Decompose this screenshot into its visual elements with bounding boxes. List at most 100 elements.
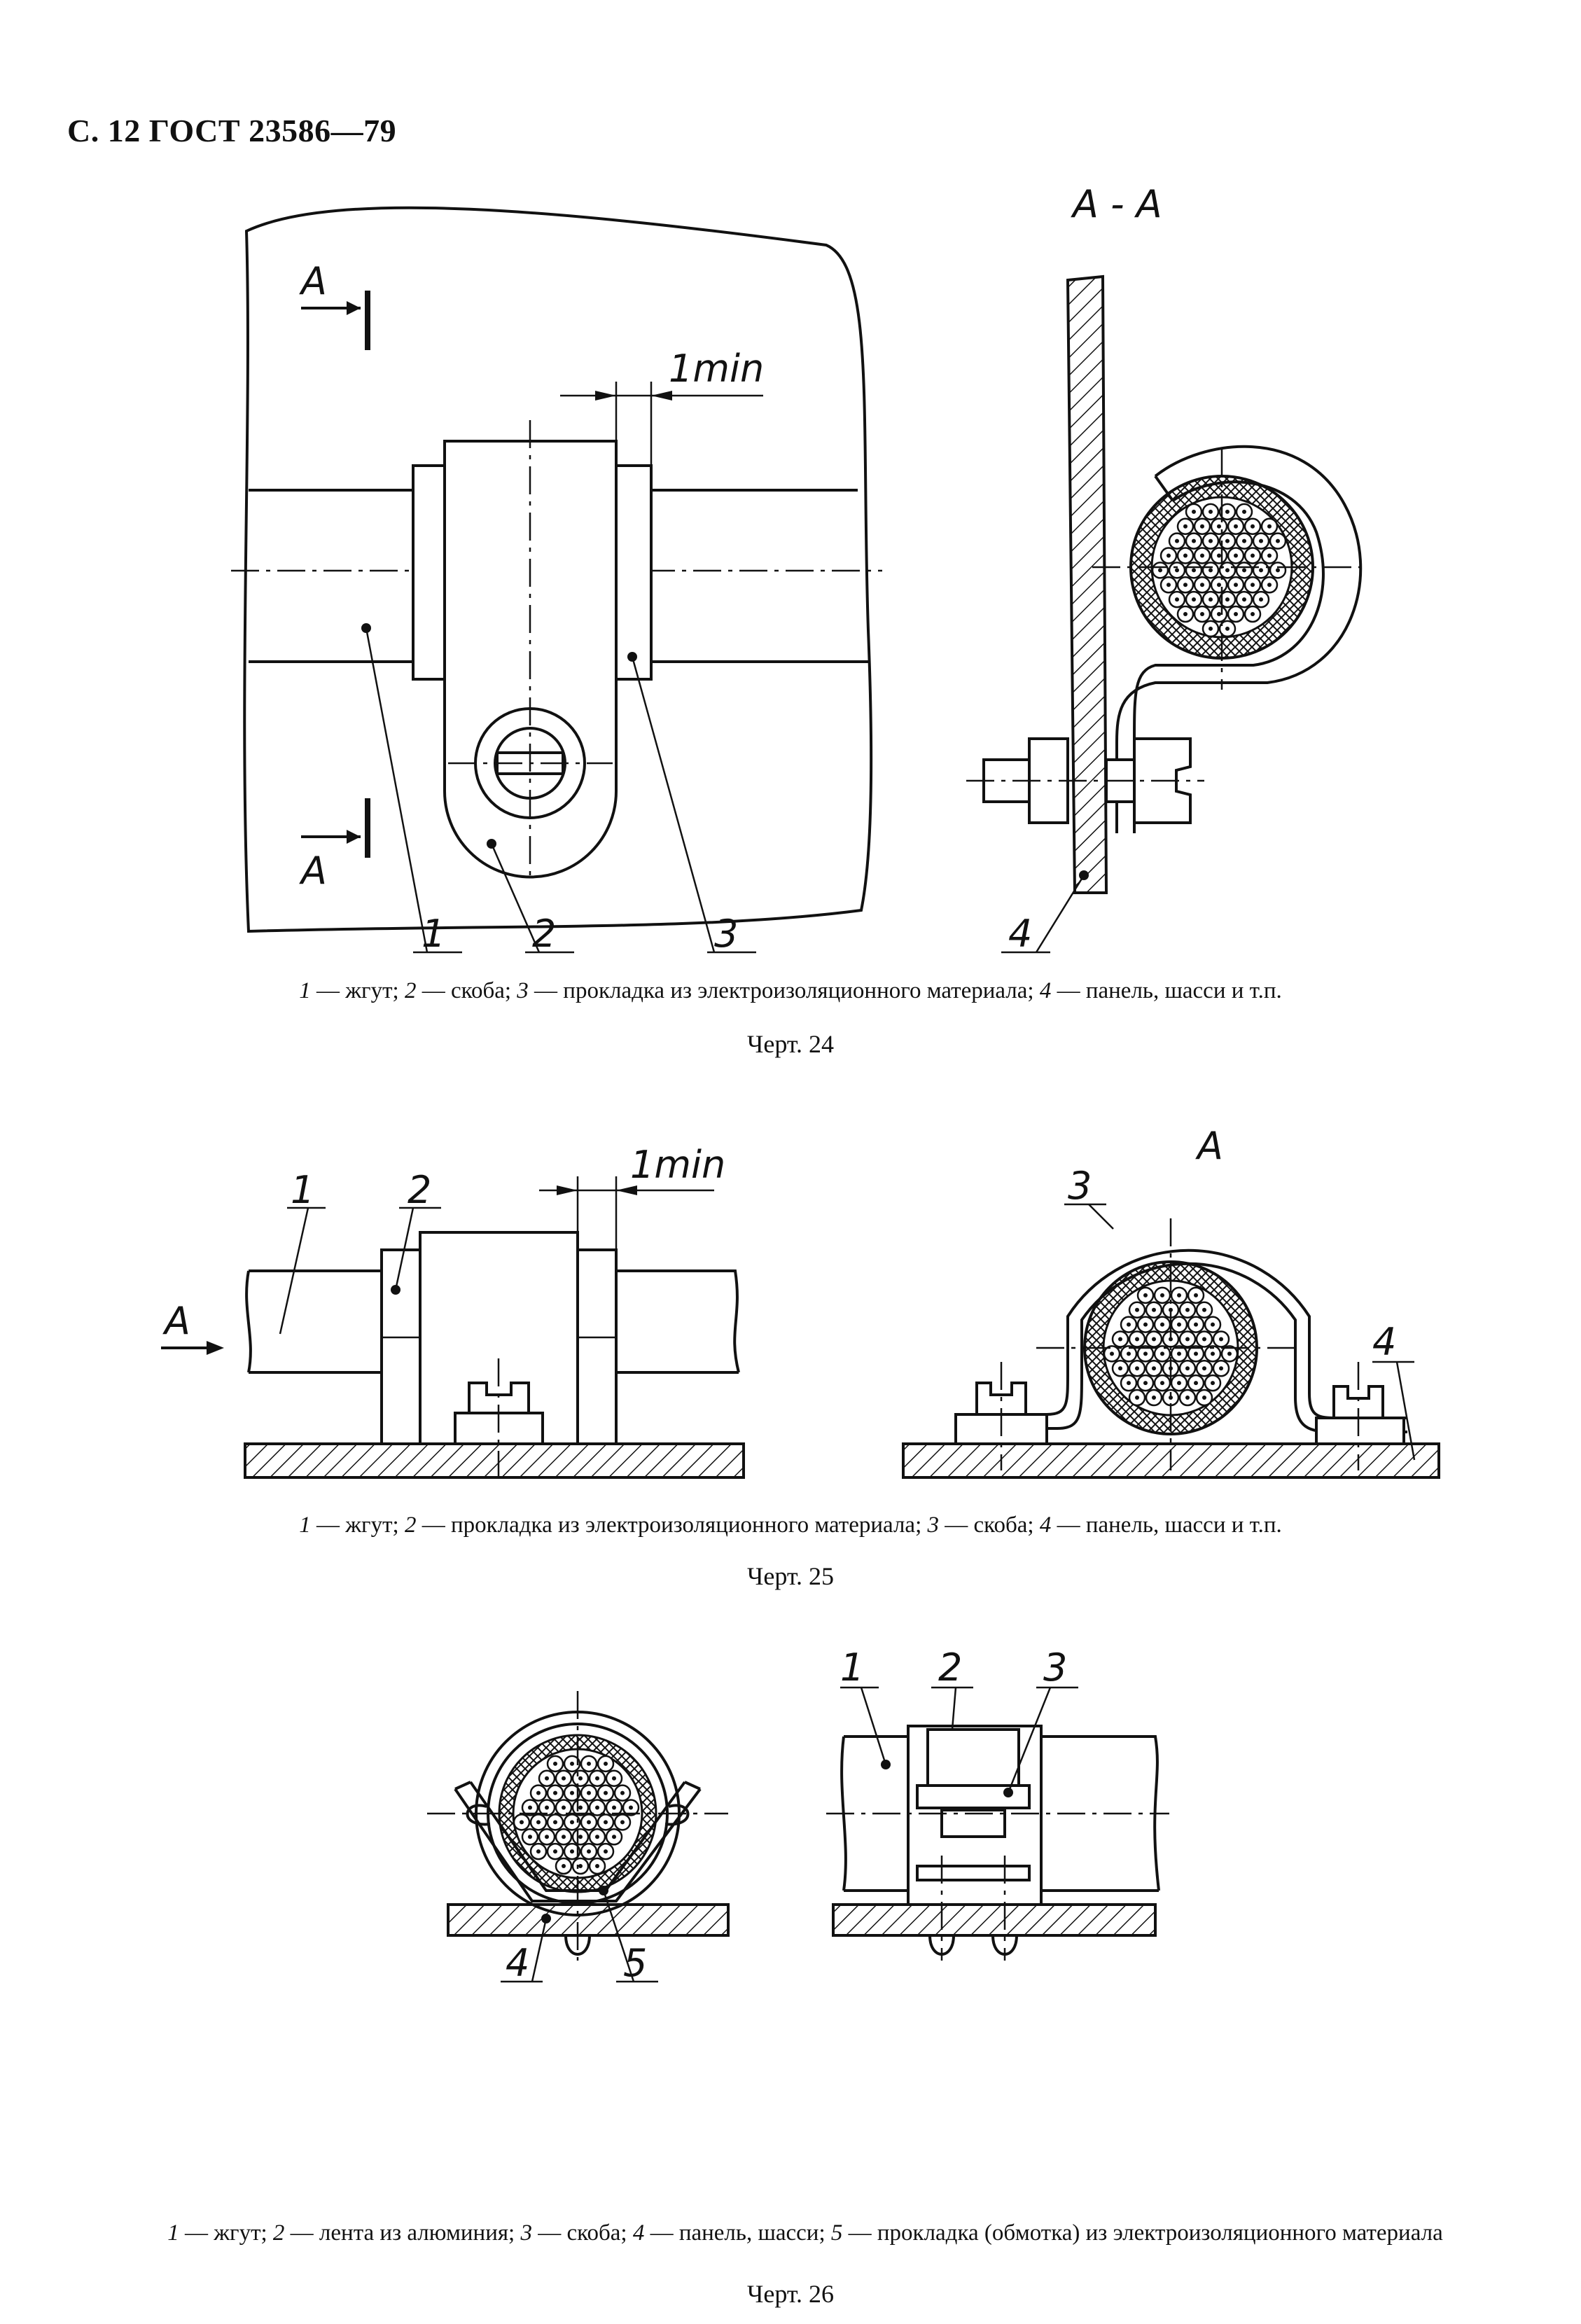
wire-strand	[571, 1857, 590, 1875]
wire-strand	[1128, 1389, 1146, 1407]
caption-26-part: 5 — прокладка (обмотка) из электроизоляц…	[830, 2220, 1443, 2246]
wire-strand	[1176, 605, 1195, 623]
wire-strand	[1178, 1389, 1197, 1407]
wire-strand	[1168, 532, 1186, 550]
figure-24-section-view: А - А 4	[966, 182, 1363, 956]
wire-strand	[1227, 547, 1245, 564]
wire-strand	[1260, 517, 1279, 536]
figure-26-side-view: 1 2 3	[826, 1645, 1169, 1961]
wire-strand	[1120, 1316, 1138, 1333]
caption-24-part: 4 — панель, шасси и т.п.	[1039, 978, 1282, 1003]
wire-strand	[538, 1828, 556, 1846]
callout-3: 3	[714, 912, 738, 956]
wire-strand	[1159, 576, 1178, 594]
callout-26-3: 3	[1043, 1645, 1067, 1690]
wire-strand	[580, 1784, 598, 1802]
wire-strand	[1202, 620, 1220, 638]
caption-25-part: 2 — прокладка из электроизоляционного ма…	[404, 1512, 928, 1538]
callout-1: 1	[422, 912, 445, 956]
wire-strand	[1128, 1360, 1146, 1377]
wire-strand	[1128, 1301, 1146, 1319]
wire-strand	[1153, 1374, 1171, 1392]
wire-strand	[605, 1828, 623, 1846]
wire-strand	[1168, 590, 1186, 608]
wire-strand	[597, 1755, 615, 1773]
wire-strand	[555, 1769, 573, 1788]
wire-strand	[1227, 517, 1245, 536]
dim-label-25: 1min	[630, 1143, 725, 1187]
caption-26-part: 1 — жгут;	[167, 2220, 273, 2246]
callout-26-2: 2	[938, 1645, 962, 1690]
wire-strand	[1176, 576, 1195, 594]
caption-26-part: 4 — панель, шасси;	[632, 2220, 831, 2246]
callout-25-4: 4	[1372, 1320, 1396, 1364]
callout-26-1: 1	[840, 1645, 864, 1690]
wire-strand	[1235, 590, 1253, 608]
wire-strand	[1210, 576, 1228, 594]
wire-strand	[1170, 1286, 1188, 1304]
wire-strand	[1195, 1389, 1213, 1407]
caption-26-part: 2 — лента из алюминия;	[272, 2220, 521, 2246]
wire-strand	[1193, 547, 1211, 564]
wire-strand	[555, 1857, 573, 1875]
wire-strand	[613, 1784, 632, 1802]
wire-strand	[1252, 590, 1270, 608]
wire-strand	[1202, 503, 1220, 521]
wire-strand	[1252, 562, 1270, 579]
wire-strand	[555, 1828, 573, 1846]
section-label: А - А	[1071, 182, 1162, 226]
wire-strand	[1252, 532, 1270, 550]
wire-strand	[1176, 547, 1195, 564]
wire-strand	[1185, 503, 1203, 521]
wire-strand	[529, 1784, 548, 1802]
figure-25-end-view: А 3 4	[902, 1124, 1440, 1479]
figure-26-end-view: 4 5	[427, 1691, 730, 1985]
wire-strand	[1111, 1360, 1129, 1377]
callout-26-4: 4	[506, 1941, 529, 1985]
wire-strand	[1170, 1316, 1188, 1333]
caption-26-part: 3 — скоба;	[520, 2220, 633, 2246]
wire-strand	[1210, 517, 1228, 536]
view-label-25: А	[1195, 1124, 1223, 1168]
callout-2: 2	[532, 912, 556, 956]
wire-strand	[597, 1842, 615, 1860]
wire-strand	[1153, 1286, 1171, 1304]
wire-strand	[580, 1814, 598, 1831]
wire-strand	[1178, 1330, 1197, 1348]
figure-26-title: Черт. 26	[747, 2280, 834, 2308]
wire-strand	[1195, 1330, 1213, 1348]
callout-25-2: 2	[408, 1168, 431, 1212]
wire-strand	[1269, 532, 1287, 550]
wire-strand	[1260, 576, 1279, 594]
wire-strand	[1145, 1330, 1163, 1348]
wire-strand	[1212, 1330, 1230, 1348]
wire-strand	[1244, 605, 1262, 623]
wire-strand	[605, 1769, 623, 1788]
wire-strand	[1227, 576, 1245, 594]
wire-strand	[1204, 1316, 1222, 1333]
callout-25-1: 1	[291, 1168, 314, 1212]
figure-25-caption: 1 — жгут; 2 — прокладка из электроизоляц…	[0, 1510, 1581, 1540]
wire-strand	[1187, 1316, 1205, 1333]
caption-24-part: 1 — жгут;	[299, 978, 405, 1003]
wire-strand	[597, 1814, 615, 1831]
callout-26-5: 5	[623, 1941, 647, 1985]
caption-24-part: 3 — прокладка из электроизоляционного ма…	[517, 978, 1040, 1003]
figure-26-caption: 1 — жгут; 2 — лента из алюминия; 3 — ско…	[140, 2218, 1470, 2248]
wire-strand	[588, 1828, 606, 1846]
wire-strand	[1159, 547, 1178, 564]
wire-strand	[521, 1828, 539, 1846]
wire-strand	[1178, 1360, 1197, 1377]
caption-25-part: 3 — скоба;	[927, 1512, 1040, 1538]
wire-strand	[1145, 1389, 1163, 1407]
wire-strand	[1193, 576, 1211, 594]
figure-24-title: Черт. 24	[747, 1030, 834, 1058]
wire-strand	[1185, 562, 1203, 579]
wire-strand	[1136, 1316, 1155, 1333]
wire-strand	[546, 1755, 564, 1773]
caption-25-part: 4 — панель, шасси и т.п.	[1039, 1512, 1282, 1538]
callout-25-3: 3	[1068, 1164, 1092, 1208]
wire-strand	[1185, 590, 1203, 608]
wire-strand	[1151, 562, 1169, 579]
wire-strand	[1260, 547, 1279, 564]
